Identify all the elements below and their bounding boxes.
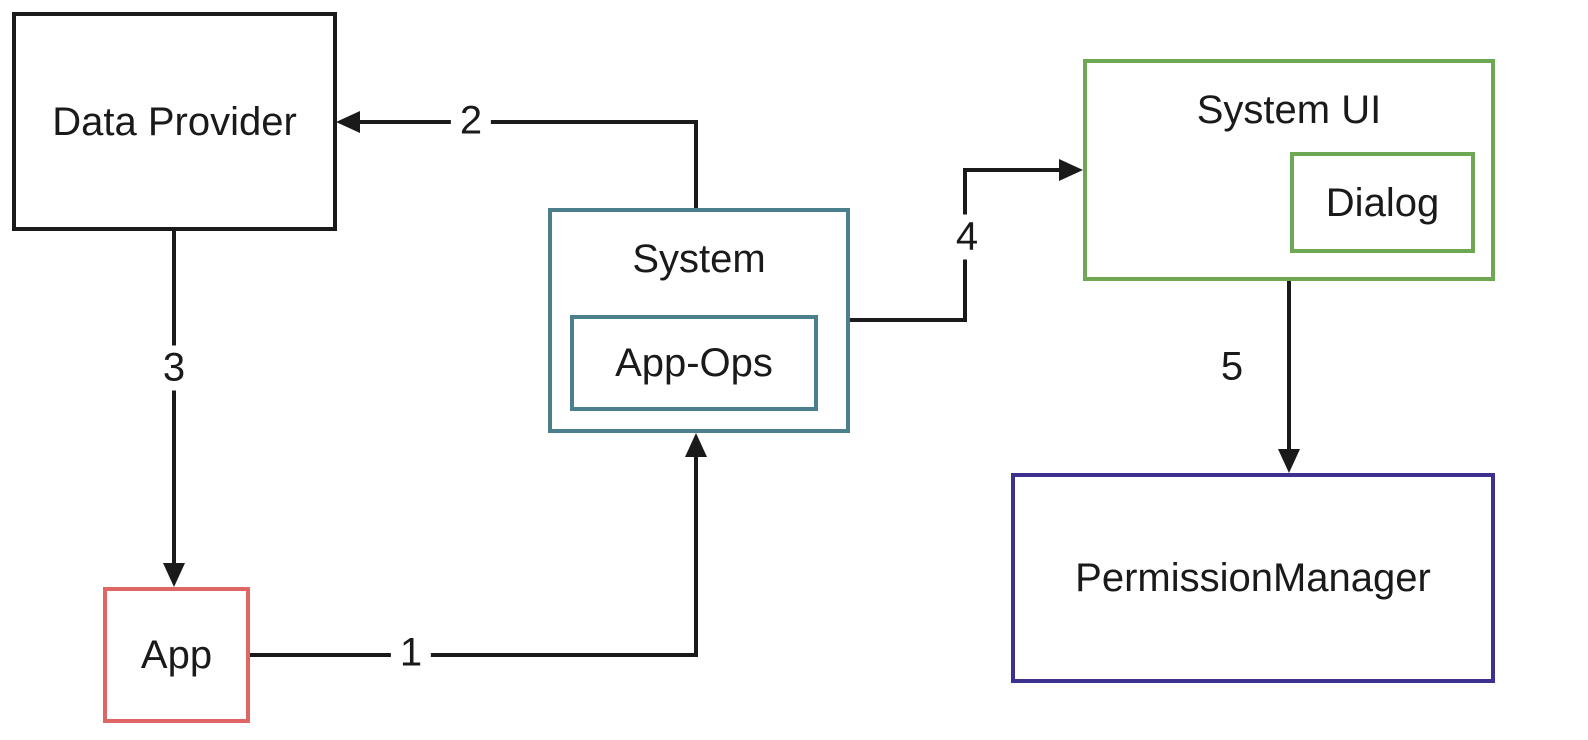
arrow-3-label: 3 <box>153 345 195 391</box>
node-app-ops-label: App-Ops <box>615 341 773 385</box>
node-permission-manager-label: PermissionManager <box>1075 556 1431 600</box>
arrow-4-head-icon <box>1059 159 1083 181</box>
arrow-1-label: 1 <box>390 630 432 676</box>
node-app-label: App <box>140 633 213 677</box>
node-system-ui-label: System UI <box>1196 88 1382 132</box>
node-dialog: Dialog <box>1290 152 1475 253</box>
node-dialog-label: Dialog <box>1325 180 1440 225</box>
arrow-1-segment-horizontal <box>250 653 696 657</box>
arrow-1-segment-vertical <box>694 455 698 657</box>
arrow-1-head-icon <box>685 433 707 457</box>
arrow-4-label: 4 <box>946 214 988 260</box>
arrow-4-segment-horizontal-upper <box>963 168 1061 172</box>
arrow-2-segment-vertical <box>694 120 698 208</box>
arrow-5-segment-vertical <box>1287 281 1291 451</box>
node-permission-manager: PermissionManager <box>1011 473 1495 683</box>
arrow-2-head-icon <box>336 111 360 133</box>
node-data-provider: Data Provider <box>12 12 337 231</box>
arrow-2-label: 2 <box>450 98 492 144</box>
arrow-4-segment-horizontal-lower <box>850 318 967 322</box>
arrow-3-head-icon <box>163 563 185 587</box>
node-data-provider-label: Data Provider <box>52 99 297 144</box>
node-app-ops: App-Ops <box>570 315 818 411</box>
arrow-5-label: 5 <box>1211 344 1253 390</box>
node-system-label: System <box>632 237 766 281</box>
arrow-2-segment-horizontal <box>354 120 698 124</box>
arrow-5-head-icon <box>1278 449 1300 473</box>
arrow-3-segment-vertical <box>172 231 176 565</box>
node-app: App <box>103 587 250 723</box>
